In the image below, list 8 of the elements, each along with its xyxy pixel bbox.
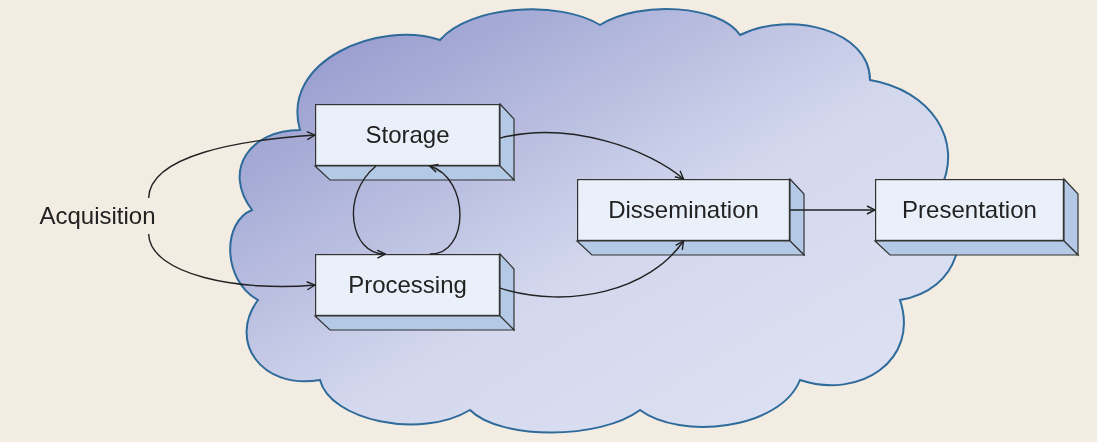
node-label: Acquisition — [20, 198, 175, 234]
arrow — [147, 233, 316, 291]
arrow — [352, 165, 386, 258]
arrow — [499, 240, 685, 298]
arrow — [429, 165, 461, 255]
arrow — [147, 130, 316, 199]
arrow — [499, 132, 685, 180]
arrow — [789, 205, 876, 215]
